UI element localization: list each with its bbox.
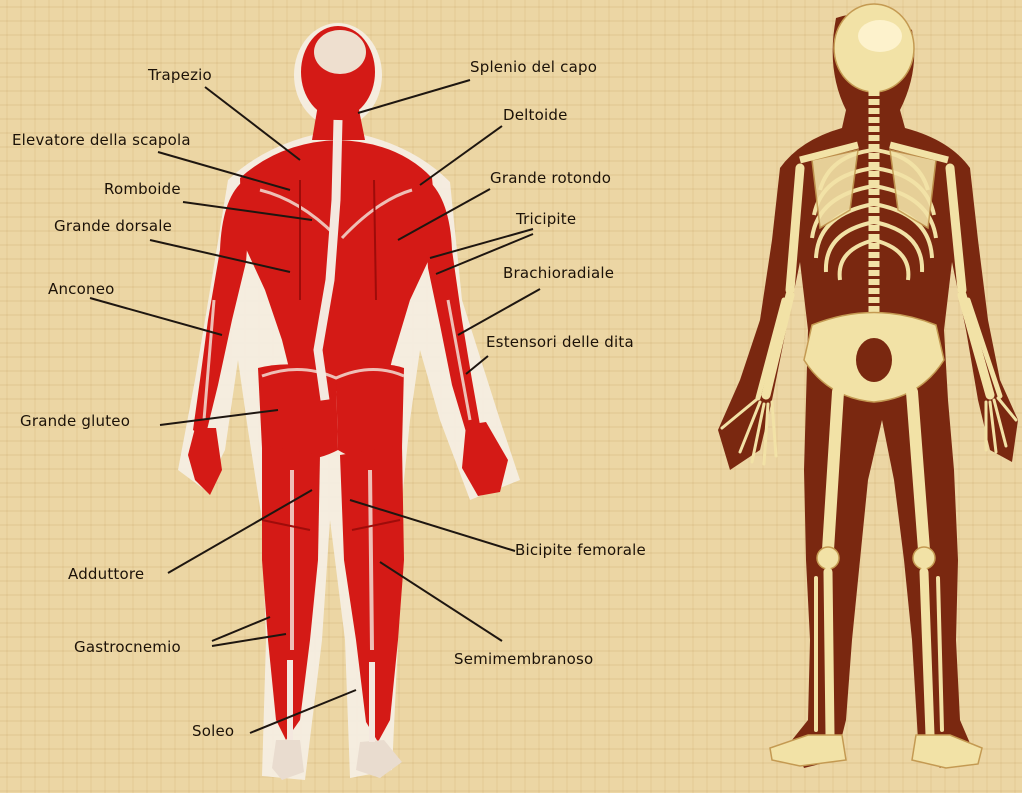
label-elevatore-della-scapola: Elevatore della scapola [12, 131, 191, 149]
label-semimembranoso: Semimembranoso [454, 650, 593, 668]
label-romboide: Romboide [104, 180, 181, 198]
label-gastrocnemio: Gastrocnemio [74, 638, 181, 656]
label-grande-rotondo: Grande rotondo [490, 169, 611, 187]
label-grande-gluteo: Grande gluteo [20, 412, 130, 430]
label-anconeo: Anconeo [48, 280, 115, 298]
label-bicipite-femorale: Bicipite femorale [515, 541, 646, 559]
label-adduttore: Adduttore [68, 565, 144, 583]
label-estensori-delle-dita: Estensori delle dita [486, 333, 634, 351]
label-deltoide: Deltoide [503, 106, 568, 124]
label-grande-dorsale: Grande dorsale [54, 217, 172, 235]
label-trapezio: Trapezio [148, 66, 212, 84]
label-splenio-del-capo: Splenio del capo [470, 58, 597, 76]
label-tricipite: Tricipite [516, 210, 576, 228]
label-brachioradiale: Brachioradiale [503, 264, 614, 282]
label-soleo: Soleo [192, 722, 234, 740]
